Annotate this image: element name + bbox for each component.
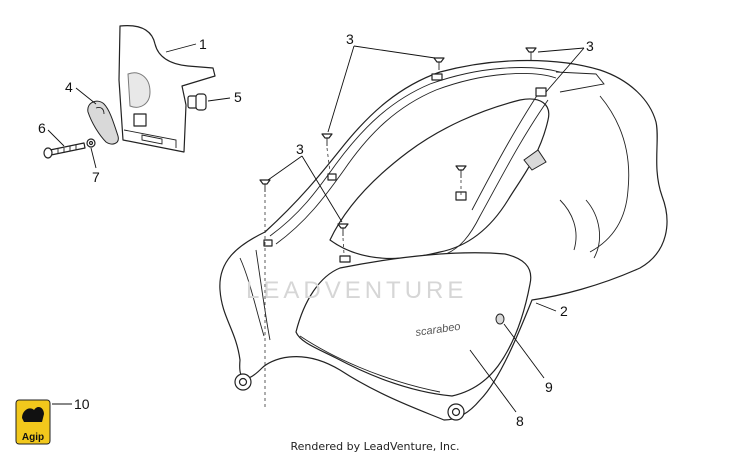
callout-3-top-left: 3 bbox=[346, 31, 354, 47]
callout-2: 2 bbox=[560, 303, 568, 319]
callout-9: 9 bbox=[545, 379, 553, 395]
callout-3-left: 3 bbox=[296, 141, 304, 157]
leader-9 bbox=[503, 323, 545, 379]
screw-3-right bbox=[455, 165, 467, 178]
callout-6: 6 bbox=[38, 120, 46, 136]
callout-10: 10 bbox=[74, 396, 90, 412]
leader-5 bbox=[207, 97, 231, 102]
callout-3-top-right: 3 bbox=[586, 38, 594, 54]
part-10-agip-logo: Agip bbox=[15, 399, 51, 445]
leader-8 bbox=[469, 349, 517, 413]
callout-8: 8 bbox=[516, 413, 524, 429]
part-2-body-shield bbox=[219, 59, 668, 421]
part-4-rubber-pad bbox=[87, 100, 119, 145]
leader-4 bbox=[75, 87, 97, 105]
leader-1 bbox=[165, 43, 197, 53]
render-credit: Rendered by LeadVenture, Inc. bbox=[290, 440, 460, 453]
screw-3-top-a bbox=[433, 57, 445, 70]
screw-3-left-a bbox=[321, 133, 333, 146]
leader-3c bbox=[267, 155, 343, 223]
leader-2 bbox=[535, 302, 557, 312]
callout-1: 1 bbox=[199, 36, 207, 52]
screw-3-top-b bbox=[525, 47, 537, 60]
leader-3a bbox=[327, 45, 436, 133]
part-1-side-cover bbox=[118, 25, 216, 153]
dog-icon bbox=[22, 407, 44, 422]
leader-6 bbox=[47, 129, 65, 147]
assembly-line-d bbox=[342, 237, 345, 255]
watermark-text: LEADVENTURE bbox=[246, 277, 467, 304]
callout-7: 7 bbox=[92, 169, 100, 185]
screw-3-mid bbox=[337, 223, 349, 236]
part-5-plug bbox=[187, 93, 207, 111]
part-7-washer bbox=[86, 138, 96, 148]
part-3-screws bbox=[259, 47, 537, 236]
assembly-line-c bbox=[326, 147, 331, 173]
part-6-screw bbox=[43, 142, 86, 159]
part-9-badge bbox=[495, 313, 505, 325]
logo-text: Agip bbox=[22, 432, 44, 443]
screw-3-left-b bbox=[259, 179, 271, 192]
callout-4: 4 bbox=[65, 79, 73, 95]
leader-3b bbox=[537, 47, 585, 93]
callout-5: 5 bbox=[234, 89, 242, 105]
leader-7 bbox=[90, 147, 97, 169]
